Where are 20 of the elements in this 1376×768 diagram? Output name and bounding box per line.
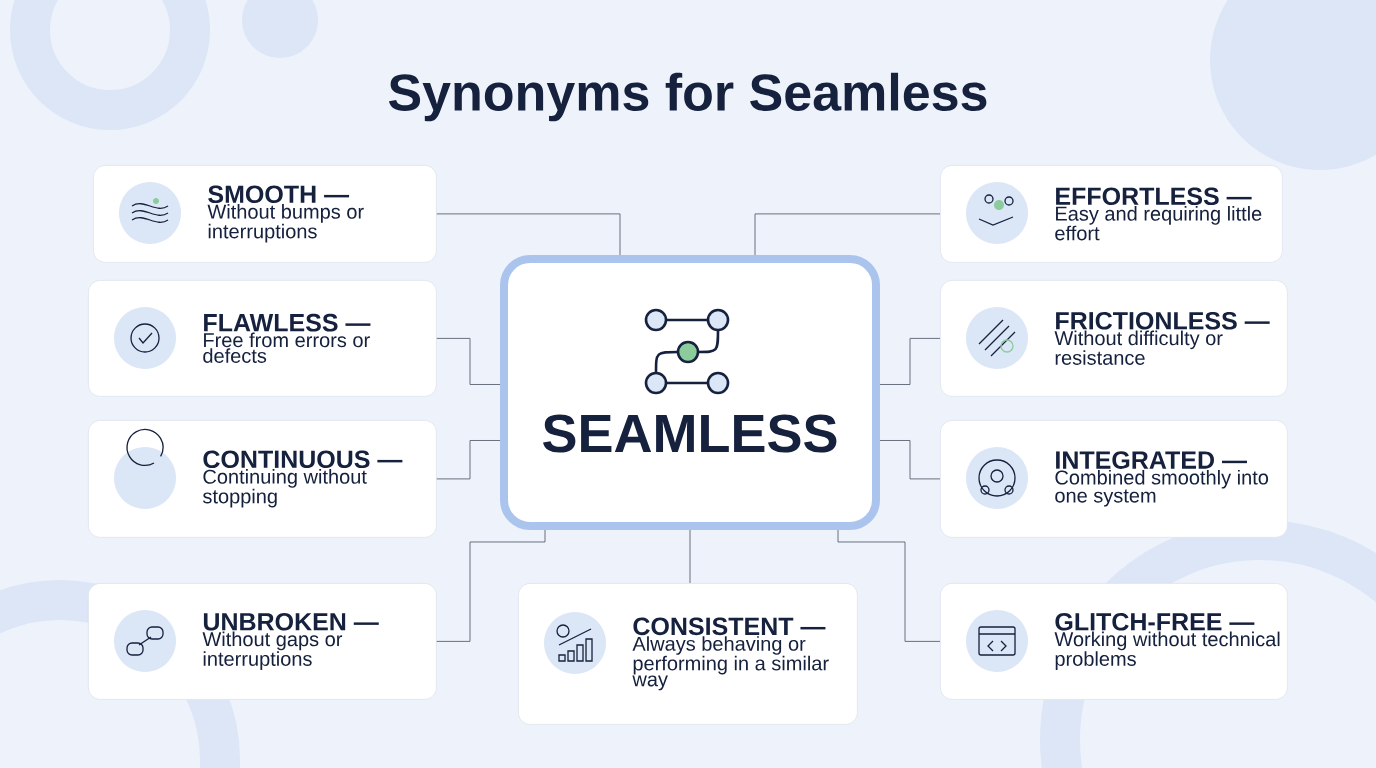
synonym-card: CONSISTENT — Always behaving or performing in a similar way xyxy=(518,583,858,725)
synonym-card: INTEGRATED — Combined smoothly into one system xyxy=(940,420,1288,538)
synonym-card: EFFORTLESS — Easy and requiring little effort xyxy=(940,165,1283,263)
title: Synonyms for Seamless xyxy=(388,72,987,122)
center-box: SEAMLESS xyxy=(500,255,880,530)
connector-line xyxy=(436,440,501,480)
connector-line xyxy=(689,529,691,584)
connector-line xyxy=(436,529,546,642)
connector-line xyxy=(879,337,941,385)
connector-line xyxy=(754,213,941,256)
connector-line xyxy=(837,529,941,642)
connector-line xyxy=(436,337,501,385)
synonym-card: UNBROKEN — Without gaps or interruptions xyxy=(88,583,437,700)
synonym-card: GLITCH-FREE — Working without technical problems xyxy=(940,583,1288,700)
connector-line xyxy=(436,213,621,256)
synonym-card: CONTINUOUS — Continuing without stopping xyxy=(88,420,437,538)
synonym-card: FRICTIONLESS — Without difficulty or resistance xyxy=(940,280,1288,397)
synonym-card: SMOOTH — Without bumps or interruptions xyxy=(93,165,437,263)
connector-line xyxy=(879,440,941,480)
synonym-card: FLAWLESS — Free from errors or defects xyxy=(88,280,437,397)
